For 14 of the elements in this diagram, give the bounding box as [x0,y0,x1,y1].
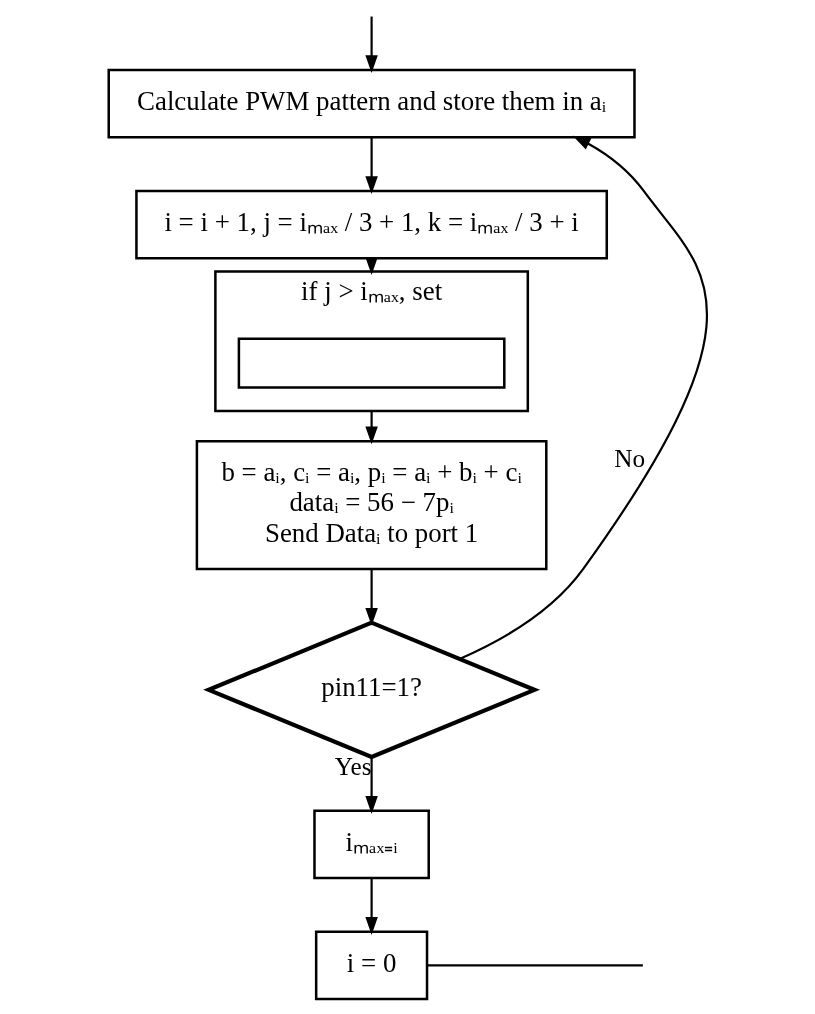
arrow [364,757,378,814]
arrow [364,137,378,195]
node-box [237,337,506,389]
node-box: iₘₐₓ₌ᵢ [312,809,430,880]
node-box: Calculate PWM pattern and store them in aᵢ [106,68,636,139]
arrow [364,878,378,935]
arrow [364,569,378,626]
arrow [458,135,708,660]
arrow [364,16,378,74]
connector [426,964,643,967]
node-box: b = aᵢ, cᵢ = aᵢ, pᵢ = aᵢ + bᵢ + cᵢ dataᵢ = 56 − 7pᵢ Send Dataᵢ to port 1 [195,440,548,571]
edge-label: No [613,445,645,473]
node-box: i = 0 [314,930,428,1001]
cluster: if j > iₘₐₓ, set [213,270,529,413]
